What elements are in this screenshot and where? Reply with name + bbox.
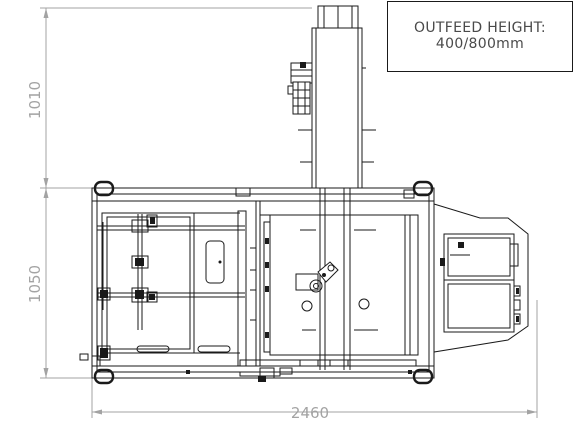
dimension-horizontal: 2460 — [291, 404, 329, 422]
dimension-arrows — [43, 8, 537, 415]
bolt-details — [100, 62, 519, 382]
dimension-lower-vertical: 1050 — [26, 265, 44, 303]
gear-motor — [287, 62, 313, 115]
outfeed-height-note: OUTFEED HEIGHT: 400/800mm — [387, 1, 573, 72]
outfeed-height-value: 400/800mm — [435, 36, 525, 52]
corner-wheels — [93, 180, 434, 385]
cutter-head — [295, 261, 339, 293]
machine-outline — [79, 5, 529, 385]
outfeed-height-label: OUTFEED HEIGHT: — [414, 20, 546, 36]
dimension-upper-vertical: 1010 — [26, 81, 44, 119]
